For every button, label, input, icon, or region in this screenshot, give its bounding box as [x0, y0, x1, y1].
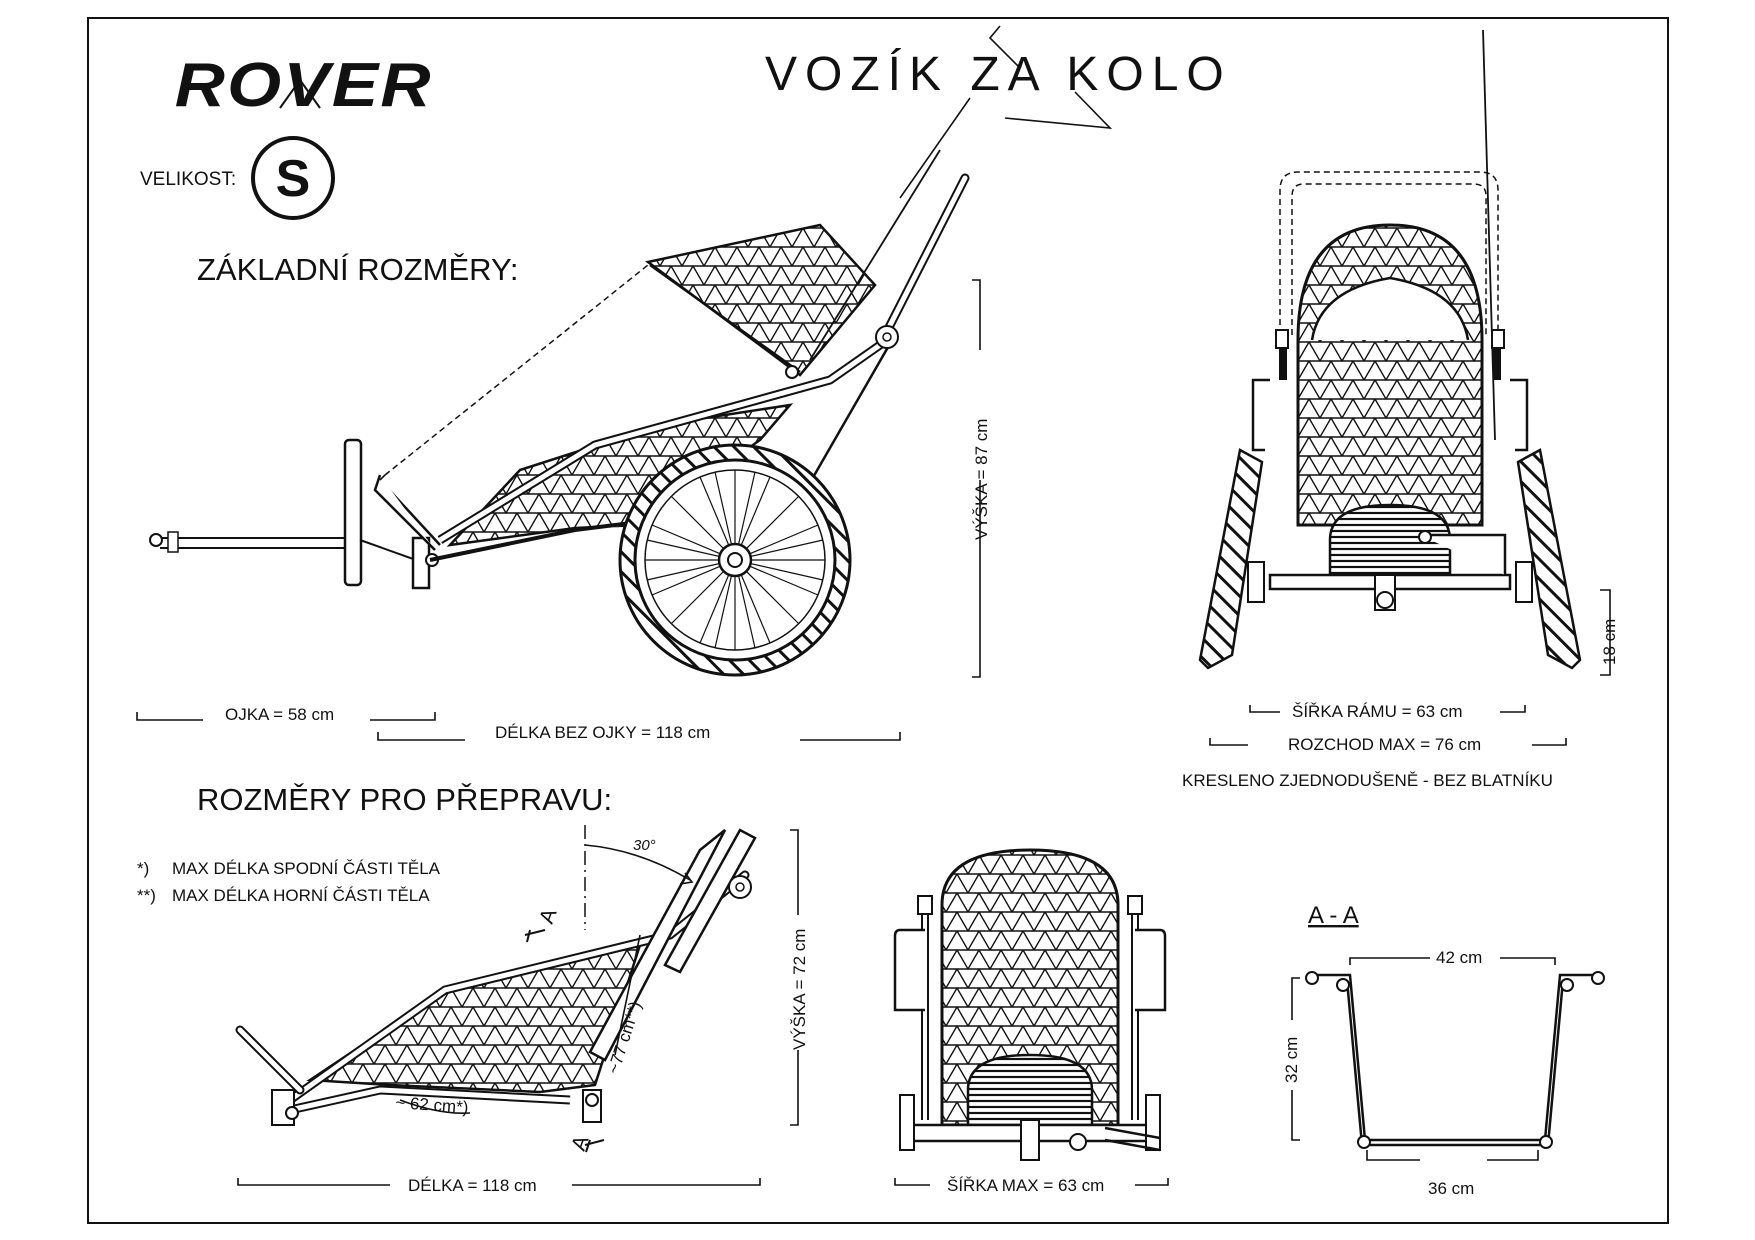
dim-aa-top: 42 cm [1436, 948, 1482, 967]
dim-sirka-max: ŠÍŘKA MAX = 63 cm [947, 1176, 1104, 1195]
side-view-dimensions: OJKA = 58 cm DÉLKA BEZ OJKY = 118 cm VÝŠ… [136, 279, 991, 742]
transport-side-view-drawing [235, 825, 757, 1153]
footnote2-mark: **) [137, 886, 156, 905]
dim-ojka: OJKA = 58 cm [225, 705, 334, 724]
dim-aa-height: 32 cm [1282, 1037, 1301, 1083]
size-badge [251, 136, 335, 220]
heading-section-aa: A - A [1308, 902, 1359, 929]
dim-delka-118: DÉLKA = 118 cm [408, 1176, 537, 1195]
dim-wheel-height: 18 cm [1600, 619, 1619, 665]
title-pointer [988, 25, 1113, 130]
dim-angle: 30° [633, 837, 656, 854]
front-view-dimensions: 18 cm ŠÍŘKA RÁMU = 63 cm ROZCHOD MAX = 7… [1182, 589, 1619, 790]
heading-transport-dimensions: ROZMĚRY PRO PŘEPRAVU: [197, 782, 612, 817]
rover-logo: ROVER [175, 49, 431, 119]
section-mark-top: A [535, 906, 561, 927]
size-label: VELIKOST: [140, 169, 236, 190]
transport-front-view-dimensions: ŠÍŘKA MAX = 63 cm [894, 1176, 1169, 1195]
front-view-drawing [1198, 29, 1582, 670]
dim-delka-bez-ojky: DÉLKA BEZ OJKY = 118 cm [495, 723, 710, 742]
dim-vyska-72: VÝŠKA = 72 cm [790, 929, 809, 1050]
transport-front-view-drawing [893, 848, 1167, 1161]
dim-rozchod: ROZCHOD MAX = 76 cm [1288, 735, 1481, 754]
size-value: S [276, 150, 311, 208]
page-title: VOZÍK ZA KOLO [765, 48, 1232, 101]
section-aa-dimensions: 42 cm 32 cm 36 cm [1282, 948, 1556, 1198]
drawing-border [87, 17, 1669, 1224]
dim-vyska-87: VÝŠKA = 87 cm [972, 419, 991, 540]
dim-sirka-ramu: ŠÍŘKA RÁMU = 63 cm [1292, 702, 1463, 721]
dim-62cm: ~ 62 cm*) [395, 1093, 469, 1117]
section-mark-bottom: A [567, 1133, 593, 1154]
dim-aa-bottom: 36 cm [1428, 1179, 1474, 1198]
side-view-drawing [149, 149, 970, 677]
footnote2-text: MAX DÉLKA HORNÍ ČÁSTI TĚLA [172, 886, 430, 905]
footnote1-text: MAX DÉLKA SPODNÍ ČÁSTI TĚLA [172, 859, 441, 878]
footnotes: *) MAX DÉLKA SPODNÍ ČÁSTI TĚLA **) MAX D… [137, 859, 441, 905]
footnote1-mark: *) [137, 859, 149, 878]
note-simplified: KRESLENO ZJEDNODUŠENĚ - BEZ BLATNÍKU [1182, 771, 1553, 790]
heading-basic-dimensions: ZÁKLADNÍ ROZMĚRY: [197, 252, 519, 287]
section-aa-drawing: A - A [1305, 902, 1605, 1149]
